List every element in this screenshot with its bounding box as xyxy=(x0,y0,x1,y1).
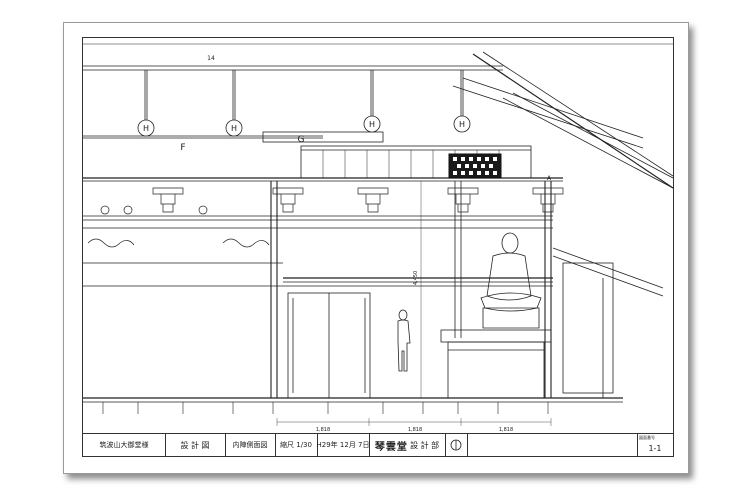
sheet-number: 1-1 xyxy=(648,443,662,453)
drawing-sheet: H H H H 14 F G A 4,450 1,818 1,818 1,818… xyxy=(63,22,689,474)
firm-block: 琴雲堂 設 計 部 xyxy=(369,434,446,456)
north-mark-icon xyxy=(445,434,468,456)
title-block: 筑波山大御堂様 設 計 図 内陣側面図 縮尺 1/30 H29年 12月 7日 … xyxy=(83,433,673,456)
hanger-label: H xyxy=(369,120,375,129)
document-type: 設 計 図 xyxy=(165,434,226,456)
sheet-number-cell: 図面番号 1-1 xyxy=(637,434,673,456)
hanger-label: H xyxy=(231,124,237,133)
department: 設 計 部 xyxy=(410,440,440,450)
date: H29年 12月 7日 xyxy=(317,434,370,456)
hanger-label: H xyxy=(459,120,465,129)
drawing-name: 内陣側面図 xyxy=(225,434,276,456)
hanger-label: H xyxy=(143,124,149,133)
height-dimension: 4,450 xyxy=(413,271,419,285)
drawing-frame: H H H H 14 F G A 4,450 1,818 1,818 1,818… xyxy=(82,37,674,457)
dimension-label: 1,818 xyxy=(408,427,422,433)
a-label: A xyxy=(547,175,552,182)
project-name: 筑波山大御堂様 xyxy=(83,434,166,456)
scale: 縮尺 1/30 xyxy=(275,434,318,456)
elevation-drawing: H H H H 14 F G A 4,450 1,818 1,818 1,818 xyxy=(83,43,673,433)
lattice-panel xyxy=(448,153,502,179)
sheet-number-label: 図面番号 xyxy=(639,435,655,440)
blank-cell xyxy=(467,434,638,456)
firm-seal: 琴雲堂 xyxy=(374,441,408,453)
f-label: F xyxy=(180,143,185,153)
dimension-label: 1,818 xyxy=(316,427,330,433)
dimension-label: 1,818 xyxy=(499,427,513,433)
g-label: G xyxy=(298,135,305,145)
beam-label: 14 xyxy=(207,55,215,62)
